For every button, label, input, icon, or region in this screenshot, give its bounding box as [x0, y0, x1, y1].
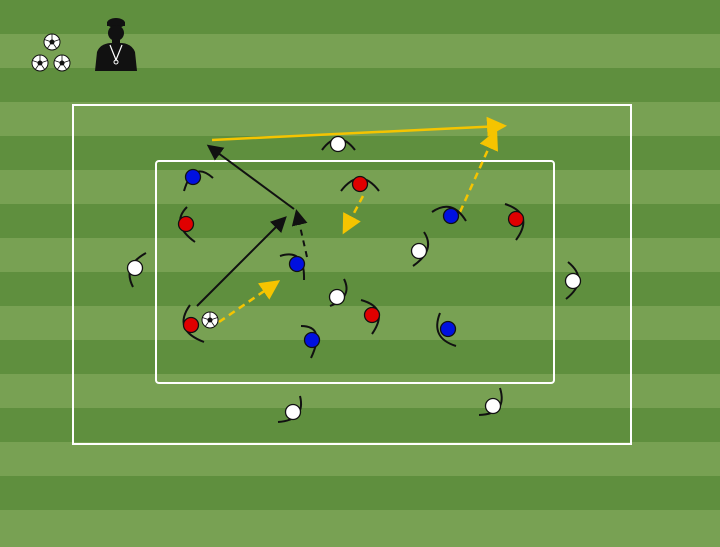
neutral-player — [564, 261, 582, 300]
player-run-arrow — [206, 144, 295, 210]
red-player — [177, 206, 196, 243]
red-player — [360, 299, 381, 335]
neutral-player — [328, 278, 348, 307]
neutral-player — [410, 231, 430, 267]
red-player — [182, 304, 205, 343]
ball-pass-arrow — [342, 195, 365, 235]
blue-player — [431, 205, 467, 225]
outer-area-boundary — [72, 104, 632, 445]
blue-player — [183, 168, 214, 192]
player-run-arrows — [196, 144, 308, 307]
neutral-player — [126, 252, 147, 288]
red-player — [504, 203, 525, 241]
neutral-player — [321, 135, 356, 153]
blue-player — [279, 253, 306, 281]
neutral-player — [277, 395, 302, 423]
ball-pass-arrow — [458, 129, 498, 213]
blue-player — [436, 312, 457, 347]
blue-player — [300, 325, 321, 359]
red-player — [340, 175, 380, 193]
soccer-ball-icon — [201, 311, 219, 329]
neutral-player — [478, 387, 503, 416]
player-run-arrow — [291, 209, 308, 258]
inner-area-boundary — [155, 160, 555, 384]
ball-pass-arrows — [211, 116, 507, 324]
ball-pass-arrow — [211, 116, 507, 142]
player-run-arrow — [196, 216, 287, 307]
coach-icon — [95, 18, 137, 71]
players — [126, 135, 582, 423]
